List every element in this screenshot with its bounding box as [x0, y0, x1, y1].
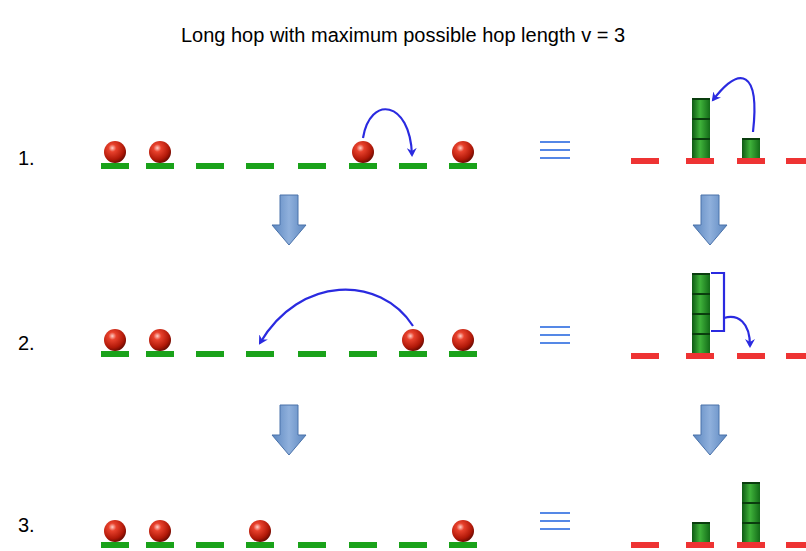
illustration-part [449, 163, 477, 169]
illustration-part [540, 157, 570, 159]
illustration-part [399, 542, 427, 548]
stack-row-1 [631, 78, 806, 164]
illustration-part [540, 326, 570, 328]
lattice-row-3 [101, 520, 477, 548]
illustration-part [686, 542, 714, 548]
row-number: 2. [18, 332, 35, 354]
illustration-part [711, 273, 724, 331]
illustration-part [693, 405, 727, 455]
illustration-part [692, 293, 710, 313]
illustration-part [101, 351, 129, 357]
illustration-part [352, 141, 374, 163]
illustration-part [298, 163, 326, 169]
row-number: 1. [18, 147, 35, 169]
transition-arrow [272, 195, 727, 455]
illustration-part [104, 329, 126, 351]
illustration-part [686, 158, 714, 164]
illustration-part [692, 138, 710, 158]
illustration-part [149, 141, 171, 163]
illustration-part [540, 512, 570, 514]
illustration-part [104, 520, 126, 542]
illustration-part [298, 542, 326, 548]
illustration-part [149, 329, 171, 351]
illustration-part [686, 353, 714, 359]
illustration-part [363, 109, 412, 155]
illustration-part [146, 351, 174, 357]
illustration-part [298, 351, 326, 357]
illustration-part [786, 542, 806, 548]
illustration-part [149, 520, 171, 542]
illustration-part [101, 542, 129, 548]
illustration-part [631, 542, 659, 548]
equivalence-symbol [540, 142, 570, 529]
illustration-part [196, 163, 224, 169]
illustration-part [631, 158, 659, 164]
illustration-part [724, 317, 750, 346]
illustration-part [452, 141, 474, 163]
illustration-part [452, 329, 474, 351]
illustration-part [349, 351, 377, 357]
illustration-part [146, 163, 174, 169]
illustration-part [349, 163, 377, 169]
illustration-part [399, 163, 427, 169]
illustration-part [249, 520, 271, 542]
diagram-title: Long hop with maximum possible hop lengt… [181, 24, 625, 46]
illustration-part [737, 542, 765, 548]
illustration-part [713, 78, 754, 132]
illustration-part [399, 351, 427, 357]
illustration-part [631, 353, 659, 359]
stack-row-2 [631, 273, 806, 359]
illustration-part [742, 482, 760, 502]
illustration-part [540, 149, 570, 151]
stack-row-3 [631, 482, 806, 548]
illustration-part [452, 520, 474, 542]
illustration-part [692, 98, 710, 118]
illustration-part [246, 351, 274, 357]
illustration-part [540, 528, 570, 530]
illustration-part [692, 522, 710, 542]
illustration-part [104, 141, 126, 163]
illustration-part [742, 522, 760, 542]
illustration-part [786, 158, 806, 164]
illustration-part [246, 163, 274, 169]
illustration-part [693, 195, 727, 245]
lattice-row-2 [101, 290, 477, 357]
illustration-part [540, 334, 570, 336]
illustration-part [146, 542, 174, 548]
illustration-part [449, 542, 477, 548]
illustration-part [742, 502, 760, 522]
illustration-part [246, 542, 274, 548]
lattice-row-1 [101, 109, 477, 169]
illustration-part [786, 353, 806, 359]
illustration-part [737, 158, 765, 164]
illustration-part [272, 195, 306, 245]
row-number: 3. [18, 514, 35, 536]
illustration-part [692, 313, 710, 333]
illustration-part [349, 542, 377, 548]
illustration-part [540, 520, 570, 522]
illustration-part [449, 351, 477, 357]
illustration-part [196, 542, 224, 548]
illustration-part [692, 333, 710, 353]
illustration-part [692, 118, 710, 138]
illustration-part [692, 273, 710, 293]
illustration-part [540, 141, 570, 143]
illustration-part [260, 290, 413, 343]
illustration-part [196, 351, 224, 357]
illustration-part [540, 342, 570, 344]
illustration-part [402, 329, 424, 351]
illustration-part [742, 138, 760, 158]
illustration-part [737, 353, 765, 359]
illustration-part [272, 405, 306, 455]
illustration-part [101, 163, 129, 169]
